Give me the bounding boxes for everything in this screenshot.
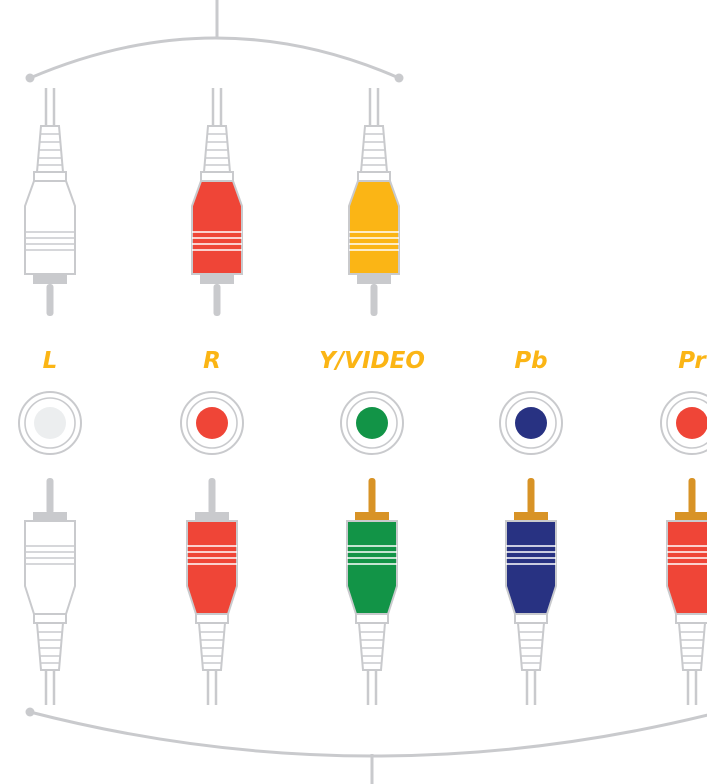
jack-label: Pr bbox=[678, 348, 707, 374]
collar bbox=[514, 613, 548, 624]
jack-pb: Pb bbox=[499, 348, 563, 705]
jack-r: R bbox=[180, 348, 244, 705]
plug-shield bbox=[514, 512, 548, 521]
socket-core bbox=[34, 407, 66, 439]
top-plug-white bbox=[24, 88, 76, 316]
grip-lines bbox=[187, 545, 237, 565]
socket-core bbox=[356, 407, 388, 439]
cable bbox=[206, 670, 218, 705]
strain-relief bbox=[516, 622, 546, 671]
grip-lines bbox=[667, 545, 707, 565]
cable bbox=[686, 670, 698, 705]
top-plug-yellow bbox=[348, 88, 400, 316]
jack-l: L bbox=[18, 348, 82, 705]
collar bbox=[33, 171, 67, 182]
top-plug-row bbox=[24, 88, 400, 316]
cable bbox=[211, 88, 223, 126]
plug-pin bbox=[213, 284, 221, 316]
cable bbox=[525, 670, 537, 705]
top-bracket-endpoint-right bbox=[394, 73, 404, 83]
plug-shield bbox=[33, 512, 67, 521]
plug-shield bbox=[355, 512, 389, 521]
strain-relief bbox=[359, 125, 389, 173]
strain-relief bbox=[202, 125, 232, 173]
collar bbox=[33, 613, 67, 624]
jack-label: L bbox=[43, 348, 58, 374]
plug-pin bbox=[368, 478, 376, 514]
plug-body bbox=[191, 180, 243, 275]
plug-shield bbox=[675, 512, 707, 521]
plug-pin bbox=[46, 478, 54, 514]
collar bbox=[195, 613, 229, 624]
cable bbox=[44, 670, 56, 705]
jack-label: Pb bbox=[514, 348, 547, 374]
bottom-bracket bbox=[25, 707, 707, 784]
plug-shield bbox=[357, 274, 391, 284]
strain-relief bbox=[197, 622, 227, 671]
top-bracket-curve bbox=[29, 36, 400, 80]
plug-body bbox=[348, 180, 400, 275]
plug-shield bbox=[200, 274, 234, 284]
collar bbox=[357, 171, 391, 182]
strain-relief bbox=[357, 622, 387, 671]
plug-pin bbox=[46, 284, 54, 316]
jack-row: L R Y/VIDEO Pb Pr bbox=[18, 348, 707, 705]
grip-lines bbox=[349, 231, 399, 251]
jack-socket bbox=[340, 391, 404, 455]
plug-pin bbox=[208, 478, 216, 514]
collar bbox=[200, 171, 234, 182]
grip-lines bbox=[192, 231, 242, 251]
jack-socket bbox=[18, 391, 82, 455]
cable bbox=[368, 88, 380, 126]
grip-lines bbox=[25, 545, 75, 565]
bottom-bracket-endpoint-left bbox=[25, 707, 35, 717]
top-plug-red bbox=[191, 88, 243, 316]
top-bracket bbox=[25, 0, 404, 83]
plug-body bbox=[186, 520, 238, 615]
collar bbox=[355, 613, 389, 624]
cable bbox=[366, 670, 378, 705]
jack-socket bbox=[180, 391, 244, 455]
plug-body bbox=[346, 520, 398, 615]
grip-lines bbox=[25, 231, 75, 251]
plug-pin bbox=[688, 478, 696, 514]
cable bbox=[44, 88, 56, 126]
strain-relief bbox=[35, 125, 65, 173]
jack-label: R bbox=[203, 348, 221, 374]
strain-relief bbox=[677, 622, 707, 671]
collar bbox=[675, 613, 707, 624]
plug-body bbox=[666, 520, 707, 615]
grip-lines bbox=[506, 545, 556, 565]
jack-pr: Pr bbox=[660, 348, 707, 705]
plug-shield bbox=[195, 512, 229, 521]
plug-body bbox=[24, 180, 76, 275]
plug-pin bbox=[370, 284, 378, 316]
plug-shield bbox=[33, 274, 67, 284]
jack-label: Y/VIDEO bbox=[319, 348, 425, 374]
top-bracket-endpoint-left bbox=[25, 73, 35, 83]
jack-socket bbox=[660, 391, 707, 455]
plug-body bbox=[505, 520, 557, 615]
socket-core bbox=[196, 407, 228, 439]
socket-core bbox=[515, 407, 547, 439]
jack-socket bbox=[499, 391, 563, 455]
jack-y-video: Y/VIDEO bbox=[319, 348, 425, 705]
socket-core bbox=[676, 407, 707, 439]
bottom-bracket-curve bbox=[29, 710, 707, 758]
grip-lines bbox=[347, 545, 397, 565]
plug-pin bbox=[527, 478, 535, 514]
plug-body bbox=[24, 520, 76, 615]
strain-relief bbox=[35, 622, 65, 671]
